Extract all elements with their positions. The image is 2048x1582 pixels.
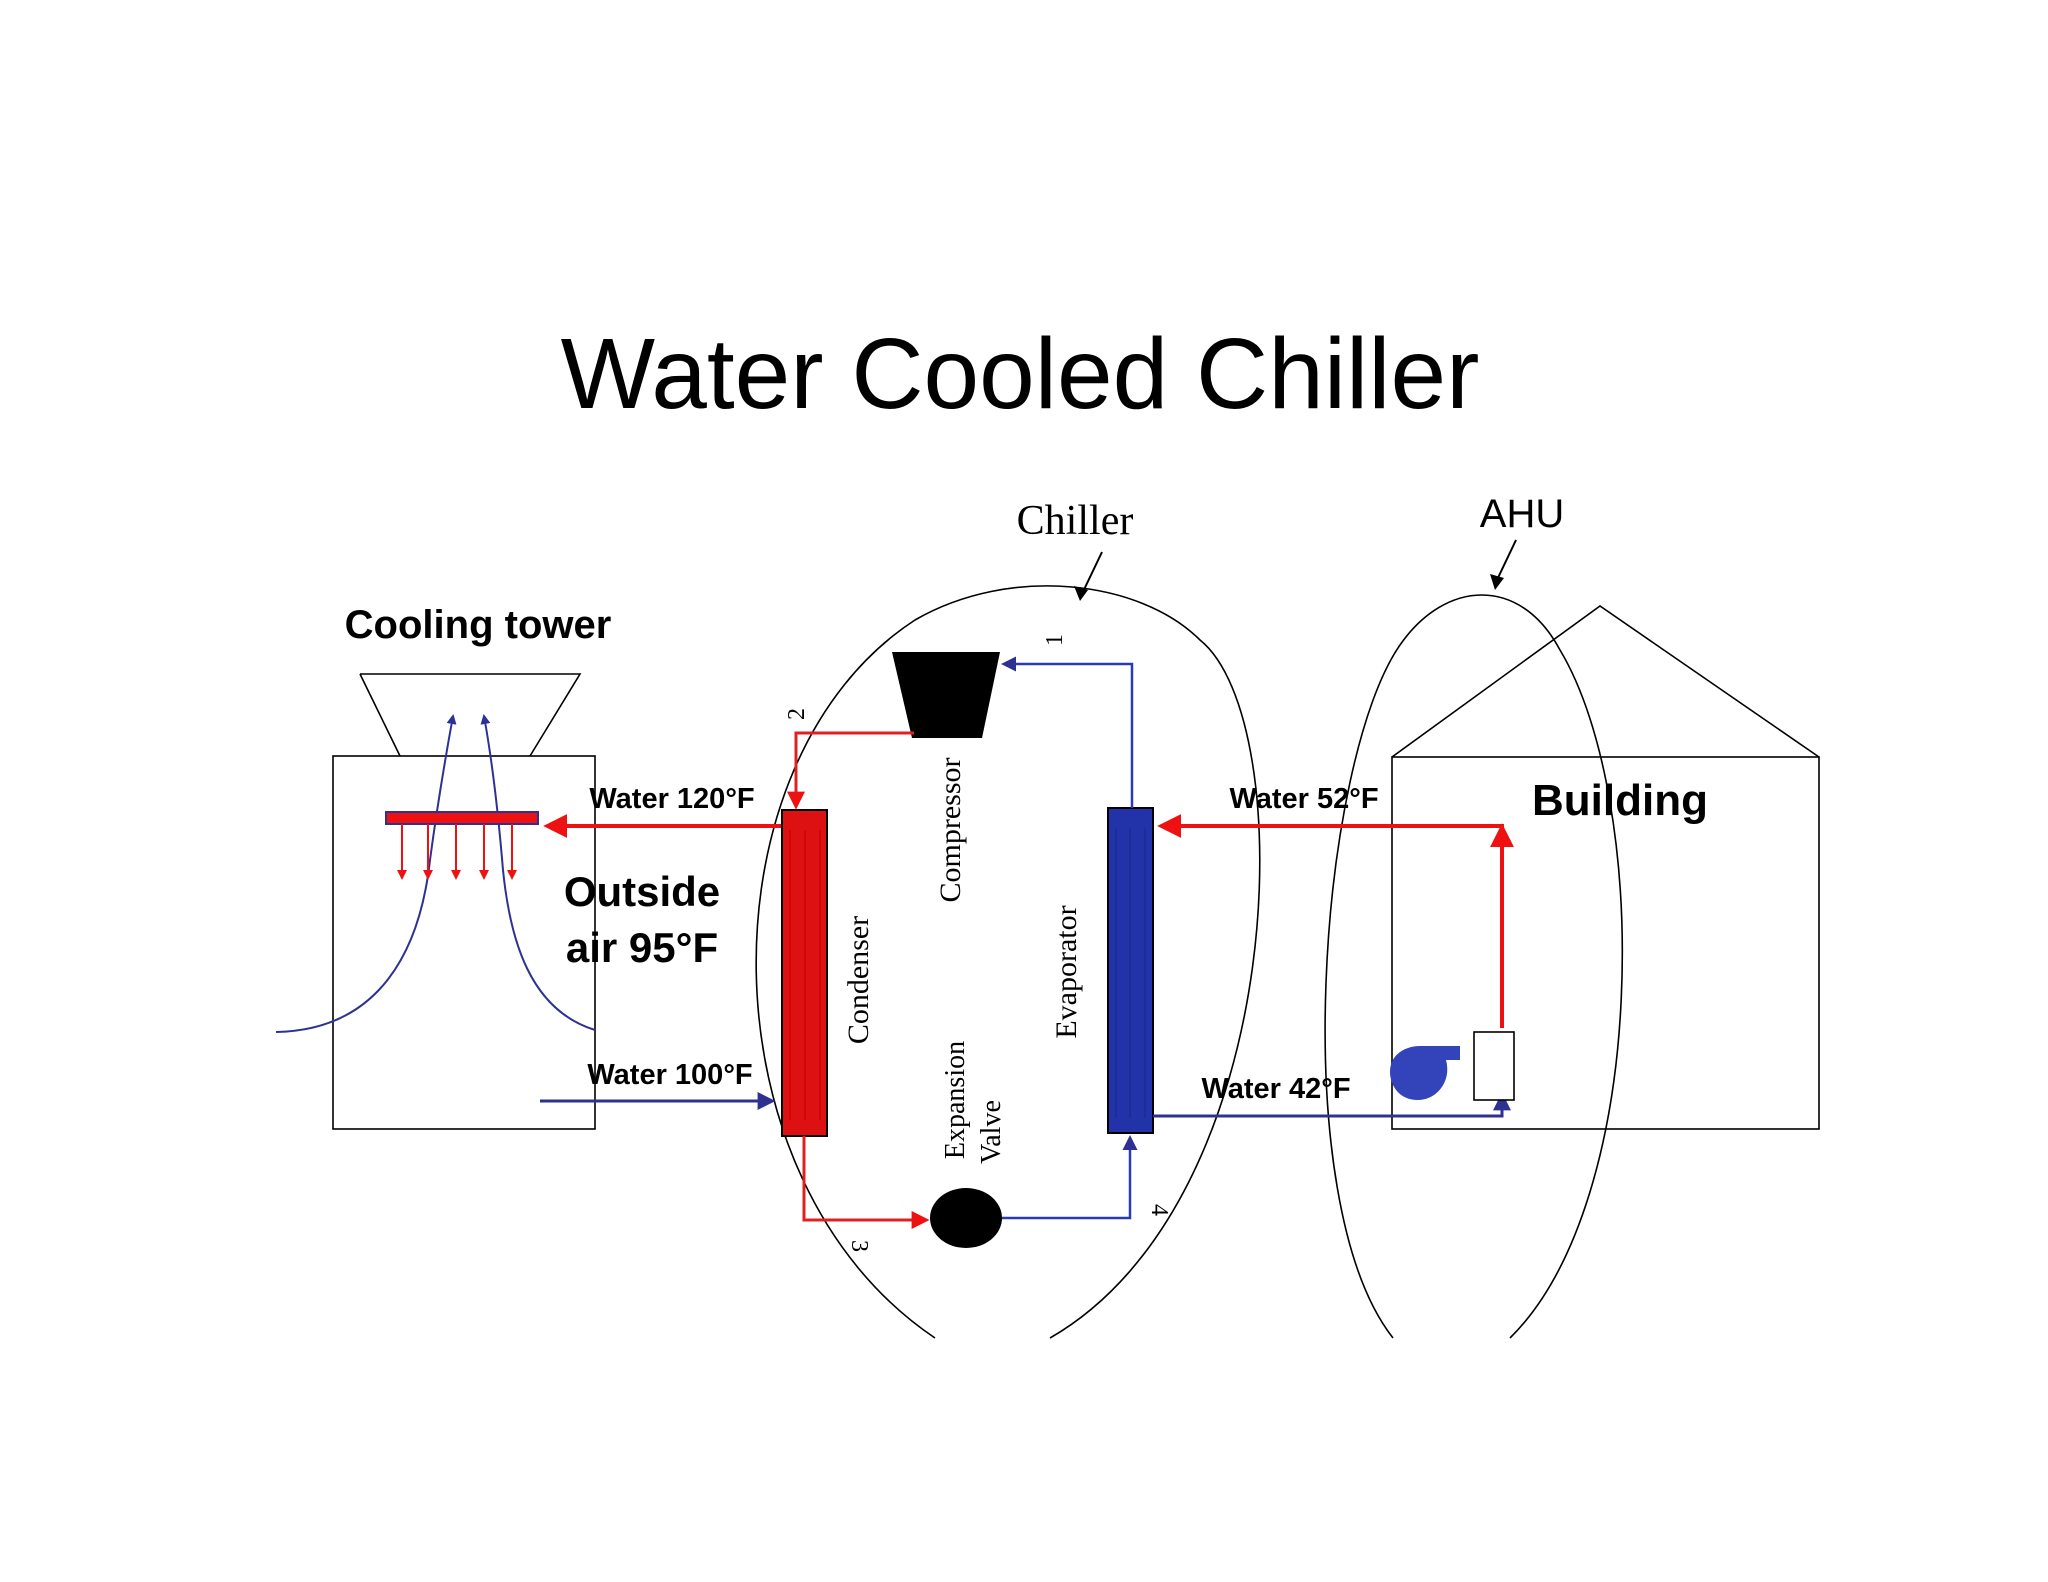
compressor [892, 652, 1000, 738]
refrigerant-line-1 [1001, 656, 1134, 808]
ahu-fan-icon [1390, 1046, 1460, 1100]
return-water-to-evaporator [1157, 814, 1504, 1028]
building: Building [1391, 605, 1820, 1130]
outside-air-label-line1: Outside [564, 868, 720, 915]
condenser-label: Condenser [842, 916, 875, 1044]
spray-header [385, 811, 539, 825]
water-42-label: Water 42°F [1201, 1073, 1350, 1105]
expansion-valve-label-line2: Valve [976, 1100, 1007, 1164]
ahu-label: AHU [1480, 492, 1564, 536]
water-100-label: Water 100°F [587, 1059, 752, 1091]
state-point-1: 1 [1042, 634, 1068, 646]
ahu-coil [1473, 1031, 1515, 1101]
building-label: Building [1532, 776, 1708, 825]
refrigerant-line-2 [787, 731, 914, 810]
evaporator-coil-lines [1115, 828, 1146, 1118]
refrigerant-line-4 [1002, 1135, 1138, 1220]
supply-water-to-ahu [1153, 1092, 1511, 1118]
chiller-boundary [755, 585, 1261, 1339]
expansion-valve-label-line1: Expansion [940, 1041, 971, 1159]
condenser-coil-lines [789, 830, 821, 1120]
expansion-valve [930, 1188, 1002, 1248]
cooling-tower-label: Cooling tower [345, 603, 612, 647]
state-point-4: 4 [1146, 1204, 1172, 1216]
compressor-label: Compressor [934, 758, 967, 903]
water-120-label: Water 120°F [589, 783, 754, 815]
state-point-3: 3 [846, 1240, 872, 1252]
page-title: Water Cooled Chiller [561, 318, 1480, 430]
air-flow-left [275, 714, 457, 1033]
refrigerant-line-3 [802, 1136, 930, 1229]
outside-air-label-line2: air 95°F [566, 924, 718, 971]
chiller-label: Chiller [1017, 498, 1134, 544]
ahu-pointer [1495, 539, 1517, 583]
air-flow-right [480, 714, 596, 1031]
cooling-tower [275, 673, 596, 1130]
state-point-2: 2 [784, 708, 810, 720]
evaporator-label: Evaporator [1050, 905, 1083, 1038]
water-52-label: Water 52°F [1229, 783, 1378, 815]
ahu-boundary [1324, 594, 1623, 1339]
